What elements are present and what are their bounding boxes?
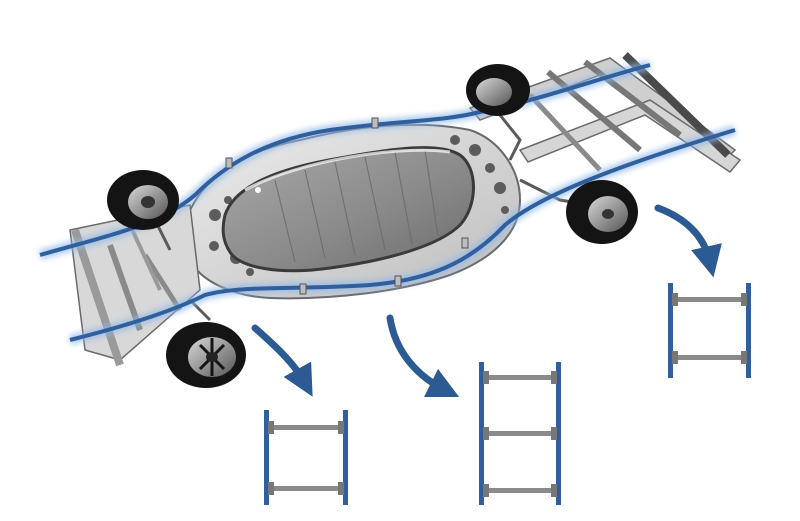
ladder-frame-icon: [479, 362, 561, 505]
arrow-icon: [251, 324, 313, 397]
wheel-icon: [566, 180, 638, 244]
arrow-icon: [654, 204, 722, 278]
arrow-icon: [386, 314, 460, 398]
right-frame-rail: [69, 128, 736, 342]
ladder-frame-icon: [264, 410, 348, 505]
chassis-frame: [69, 52, 742, 367]
ladder-frame-icon: [668, 283, 751, 378]
battery-pack: [221, 146, 475, 273]
rear-lattice: [450, 135, 509, 214]
wheel-icon: [166, 322, 246, 388]
wheel-icon: [466, 64, 530, 116]
wheel-icon: [107, 170, 179, 230]
